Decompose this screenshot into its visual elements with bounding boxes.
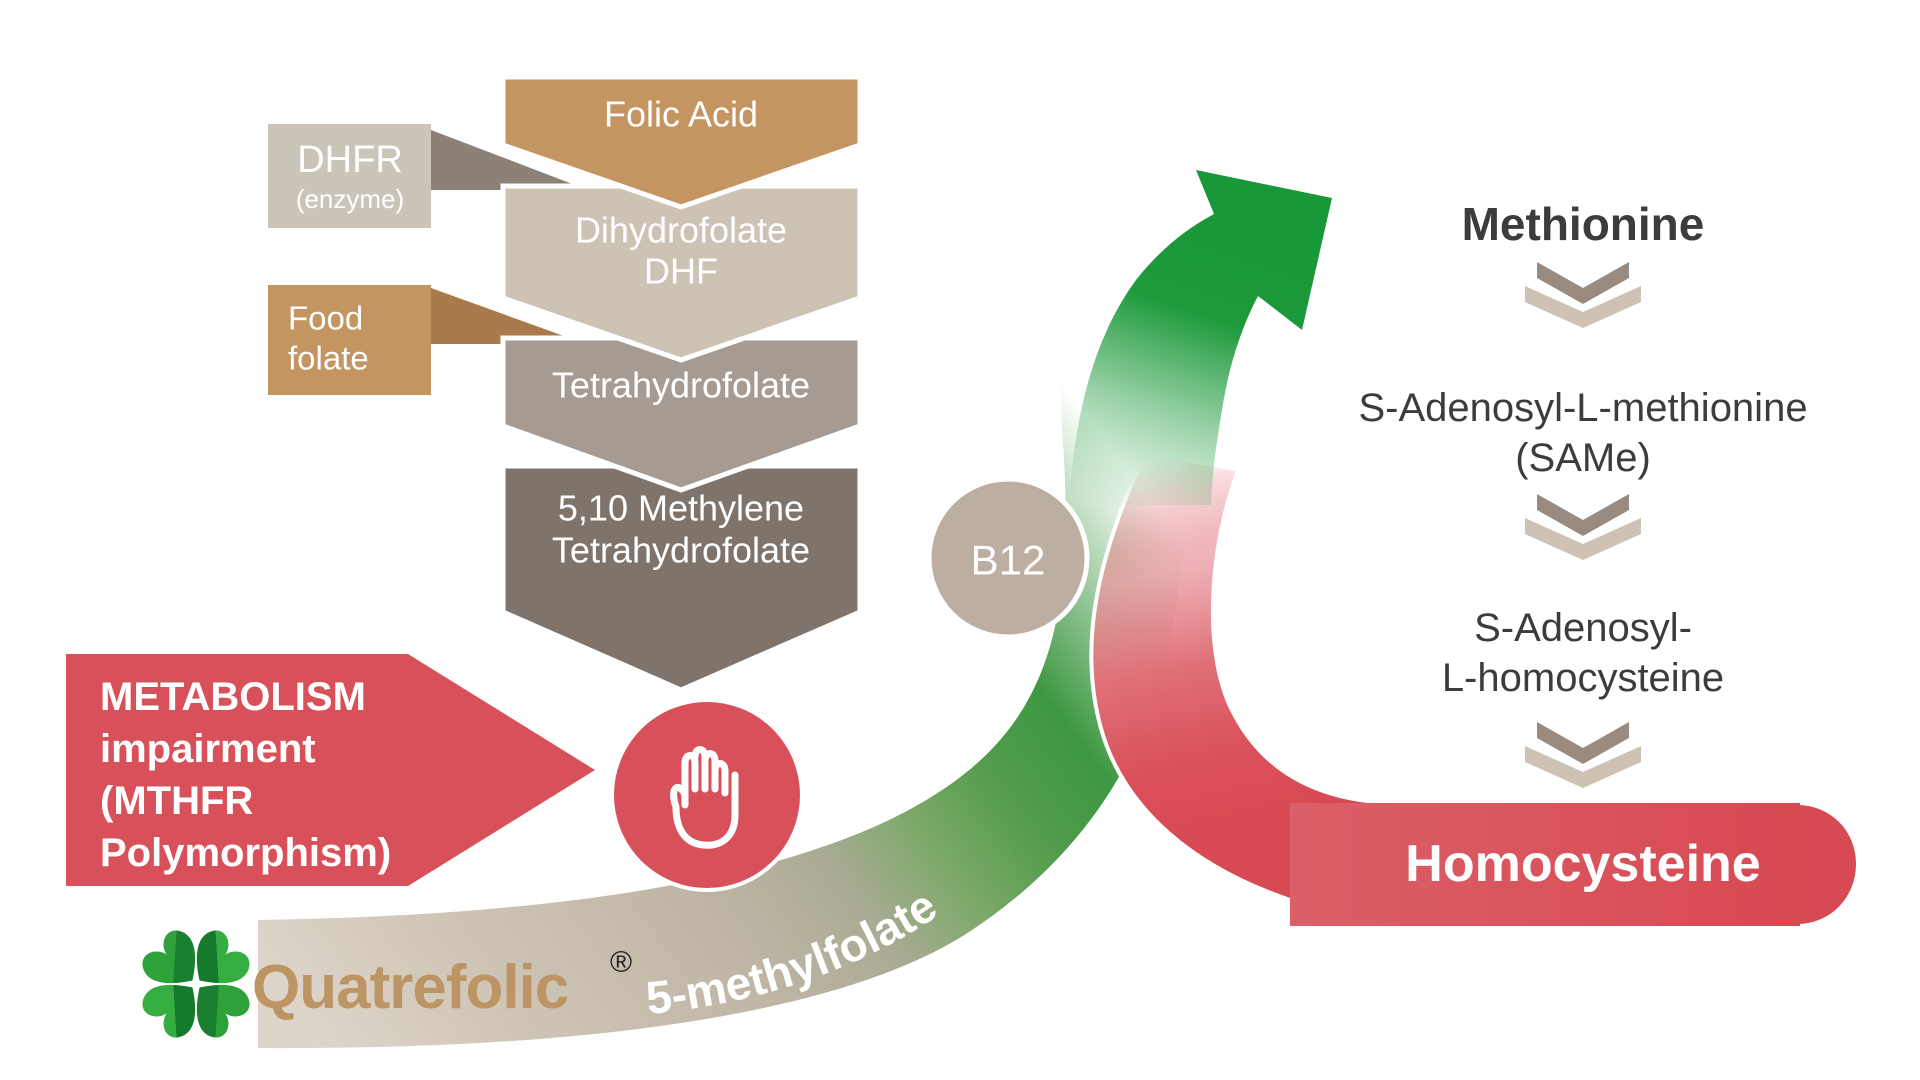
band-5-methylfolate [258,386,1188,1049]
food-folate-line1: Food [288,300,363,337]
clover-icon [136,924,256,1044]
stop-hand-badge [610,698,804,892]
chevrons-3 [1525,722,1641,788]
cascade-box-510-methylene [500,463,863,693]
methionine-label: Methionine [1462,198,1705,250]
food-folate-box [268,285,431,395]
b12-circle [926,476,1090,640]
dhfr-subtitle: (enzyme) [296,184,404,214]
quatrefolic-wordmark: Quatrefolic [252,953,568,1022]
same-line1: S-Adenosyl-L-methionine [1358,386,1807,430]
chevrons-2 [1525,494,1641,560]
cascade-label-dihydrofolate: Dihydrofolate [575,210,787,251]
cascade-label-dhf: DHF [644,251,718,292]
arrow-remethylation [1069,170,1332,505]
sah-line2: L-homocysteine [1442,656,1724,700]
cascade-box-tetrahydrofolate [500,335,863,493]
same-line2: (SAMe) [1515,436,1651,480]
impairment-box [66,654,408,886]
cascade-label-510-line1: 5,10 Methylene [558,488,804,529]
b12-label: B12 [971,537,1046,584]
hand-icon [670,746,739,849]
food-folate-wedge [431,288,586,344]
impairment-line4: Polymorphism) [100,831,391,875]
impairment-line2: impairment [100,727,316,771]
stop-hand-circle [610,698,804,892]
dhfr-wedge [431,130,588,190]
chevrons-1 [1525,262,1641,328]
cascade-label-folic-acid: Folic Acid [604,94,758,135]
dhfr-box [268,124,431,228]
cascade-box-folic-acid [500,74,863,210]
registered-mark: ® [610,946,632,979]
sah-line1: S-Adenosyl- [1474,606,1692,650]
dhfr-title: DHFR [297,139,403,181]
cascade-box-dihydrofolate [500,183,863,363]
cascade-label-510-line2: Tetrahydrofolate [552,530,810,571]
impairment-arrow [408,654,595,886]
homocysteine-bar [1290,803,1800,926]
food-folate-line2: folate [288,340,369,377]
quatrefolic-logo: Quatrefolic ® [136,924,632,1044]
impairment-line3: (MTHFR [100,779,253,823]
homocysteine-label: Homocysteine [1405,835,1760,893]
cascade-label-tetrahydrofolate: Tetrahydrofolate [552,365,810,406]
impairment-line1: METABOLISM [100,675,366,719]
